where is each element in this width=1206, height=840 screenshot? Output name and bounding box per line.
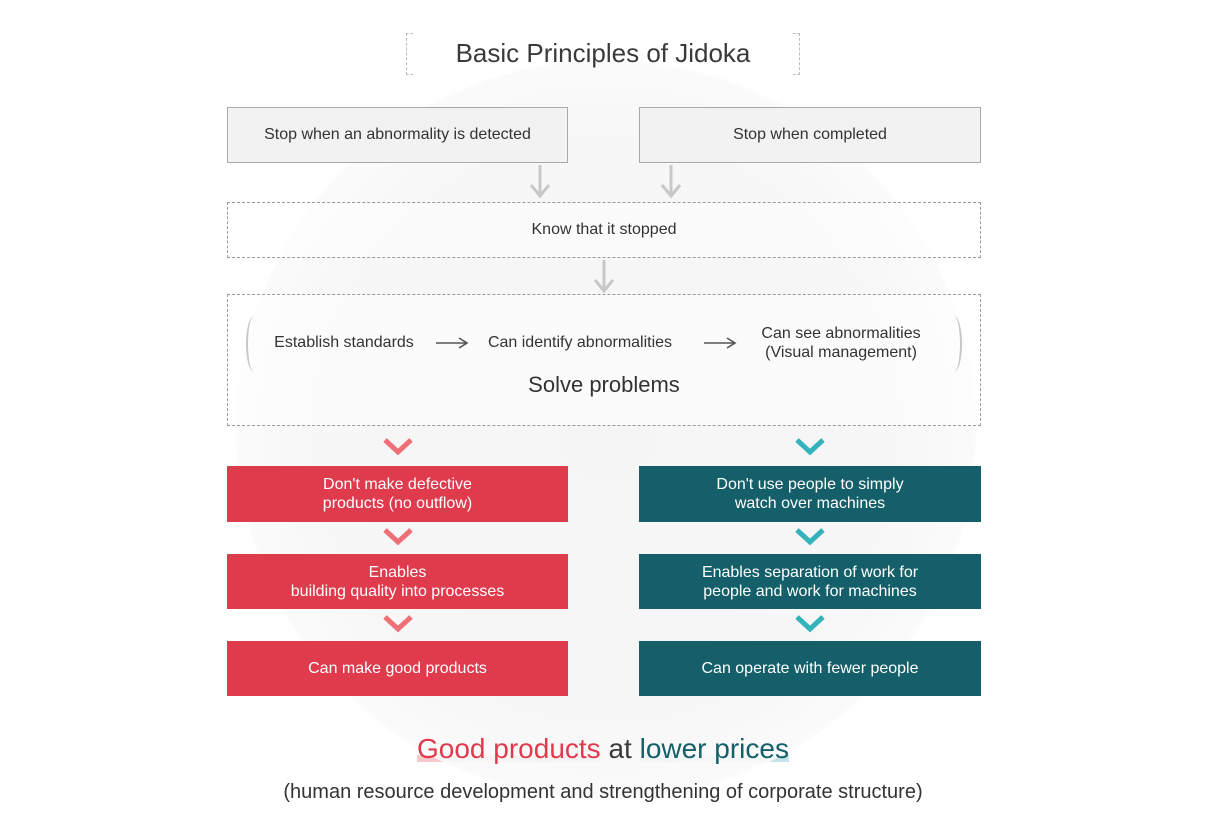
conclusion-connector: at bbox=[600, 733, 640, 764]
stop-abnormality-box: Stop when an abnormality is detected bbox=[227, 107, 568, 163]
title-bracket-left bbox=[406, 33, 413, 75]
know-stopped-label: Know that it stopped bbox=[531, 221, 677, 238]
chevron-down-icon bbox=[795, 528, 825, 546]
conclusion: Good products at lower prices bbox=[0, 733, 1206, 765]
chevron-down-icon bbox=[383, 438, 413, 456]
title-frame: Basic Principles of Jidoka bbox=[406, 33, 800, 75]
left-box-2: Enables building quality into processes bbox=[227, 554, 568, 609]
left-box-3: Can make good products bbox=[227, 641, 568, 696]
title-bracket-right bbox=[793, 33, 800, 75]
step-see-abnormalities: Can see abnormalities (Visual management… bbox=[761, 325, 921, 361]
down-arrow-icon bbox=[593, 260, 615, 294]
stop-completed-label: Stop when completed bbox=[733, 126, 887, 143]
subtitle: (human resource development and strength… bbox=[283, 781, 923, 803]
right-box-1: Don't use people to simply watch over ma… bbox=[639, 466, 981, 522]
good-products-highlight: Good products bbox=[417, 733, 601, 764]
paren-right bbox=[946, 316, 962, 372]
paren-left bbox=[246, 316, 262, 372]
chevron-down-icon bbox=[383, 528, 413, 546]
lower-prices-highlight: lower prices bbox=[639, 733, 789, 764]
right-box-3: Can operate with fewer people bbox=[639, 641, 981, 696]
solve-problems-label: Solve problems bbox=[528, 372, 680, 397]
know-stopped-box: Know that it stopped bbox=[227, 202, 981, 258]
left-box-1: Don't make defective products (no outflo… bbox=[227, 466, 568, 522]
chevron-down-icon bbox=[383, 615, 413, 633]
solve-problems-box bbox=[227, 294, 981, 426]
down-arrow-icon bbox=[660, 165, 682, 199]
right-arrow-icon bbox=[436, 337, 469, 349]
chevron-down-icon bbox=[795, 615, 825, 633]
chevron-down-icon bbox=[795, 438, 825, 456]
page-title: Basic Principles of Jidoka bbox=[455, 37, 751, 68]
stop-completed-box: Stop when completed bbox=[639, 107, 981, 163]
right-box-2: Enables separation of work for people an… bbox=[639, 554, 981, 609]
step-establish-standards: Establish standards bbox=[274, 334, 414, 351]
stop-abnormality-label: Stop when an abnormality is detected bbox=[264, 126, 531, 143]
step-identify-abnormalities: Can identify abnormalities bbox=[487, 334, 673, 351]
down-arrow-icon bbox=[529, 165, 551, 199]
right-arrow-icon bbox=[704, 337, 737, 349]
